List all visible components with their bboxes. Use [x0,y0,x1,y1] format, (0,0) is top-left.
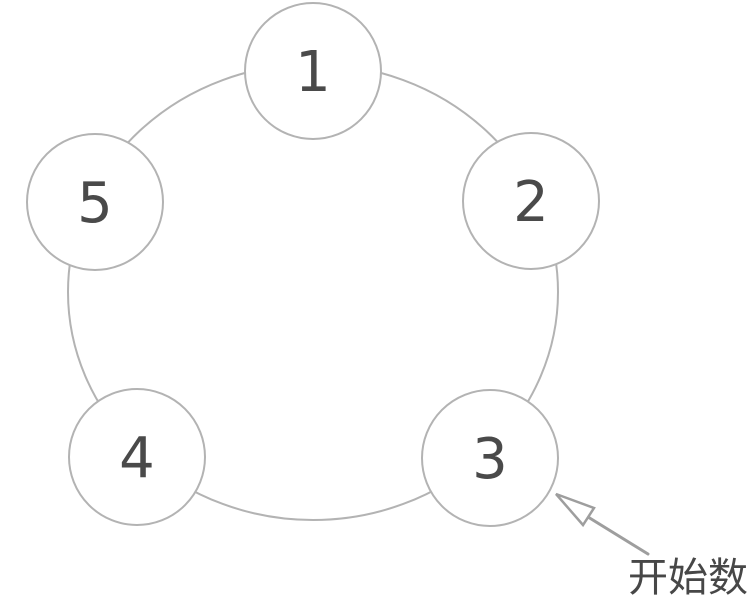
start-annotation-label: 开始数 [628,555,748,601]
node-2: 2 [462,132,600,270]
node-3-circle [421,389,559,527]
start-arrow-head-icon [555,492,596,528]
node-1-label: 1 [295,40,331,105]
node-4-label: 4 [119,426,155,491]
node-5-label: 5 [77,171,113,236]
node-3: 3 [421,389,559,527]
start-arrow-shaft [586,515,650,556]
start-arrow [555,492,650,556]
node-5-circle [26,133,164,271]
node-4-circle [68,388,206,526]
node-2-circle [462,132,600,270]
node-5: 5 [26,133,164,271]
node-1-circle [244,2,382,140]
node-3-label: 3 [472,427,508,492]
node-2-label: 2 [513,170,549,235]
node-4: 4 [68,388,206,526]
node-1: 1 [244,2,382,140]
